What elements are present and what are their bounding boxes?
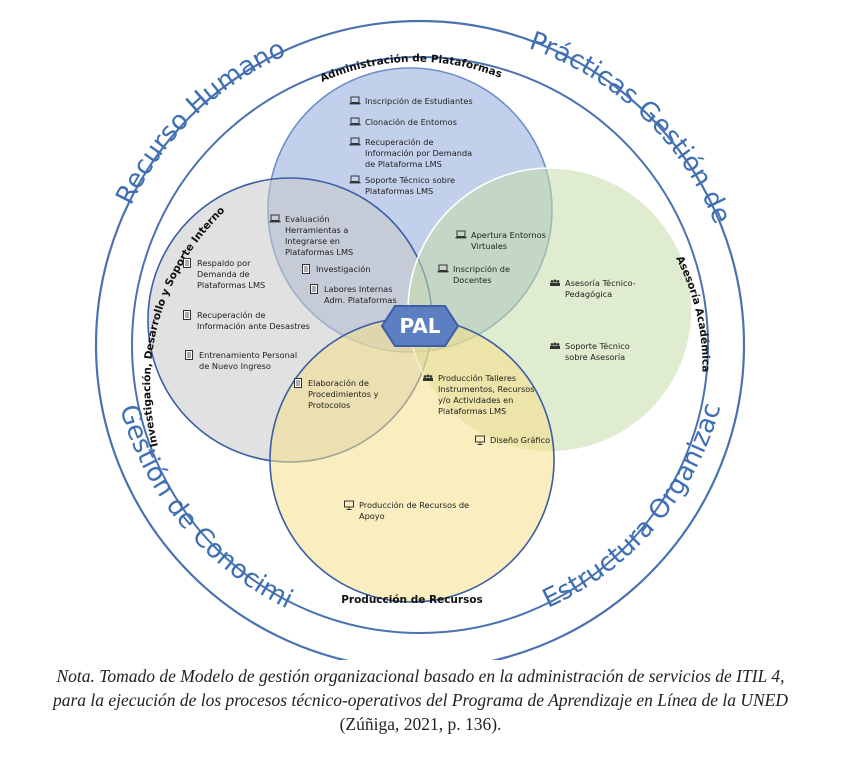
item-label: Diseño Gráfico xyxy=(490,435,550,445)
diagram-item: Investigación xyxy=(302,264,370,274)
document-icon xyxy=(183,258,191,268)
diagram-item: Asesoría Técnico-Pedagógica xyxy=(550,278,636,299)
circle-produccion xyxy=(269,317,555,603)
item-label: Clonación de Entornos xyxy=(365,117,457,127)
document-icon xyxy=(302,264,310,274)
document-icon xyxy=(294,378,302,388)
diagram-item: Inscripción de Estudiantes xyxy=(349,96,473,106)
diagram-item: Diseño Gráfico xyxy=(475,435,550,445)
outer-ring xyxy=(94,19,746,660)
caption-citation: (Zúñiga, 2021, p. 136). xyxy=(339,714,502,734)
circle-title-production: Producción de Recursos xyxy=(341,594,483,606)
pal-center: PAL xyxy=(380,305,460,347)
organizational-model-diagram: Recurso Humano Prácticas Gestión de Serv… xyxy=(0,0,746,660)
document-icon xyxy=(183,310,191,320)
caption-note: Nota. Tomado de Modelo de gestión organi… xyxy=(52,666,789,710)
document-icon xyxy=(185,350,193,360)
document-icon xyxy=(310,284,318,294)
pal-hexagon xyxy=(380,305,460,347)
figure-caption: Nota. Tomado de Modelo de gestión organi… xyxy=(40,664,801,736)
item-label: Asesoría Técnico-Pedagógica xyxy=(565,278,636,299)
pal-label: PAL xyxy=(399,314,440,338)
item-label: Inscripción de Estudiantes xyxy=(365,96,473,106)
diagram-item: Clonación de Entornos xyxy=(349,117,457,127)
inner-ring xyxy=(131,56,709,634)
item-label: Investigación xyxy=(316,264,370,274)
